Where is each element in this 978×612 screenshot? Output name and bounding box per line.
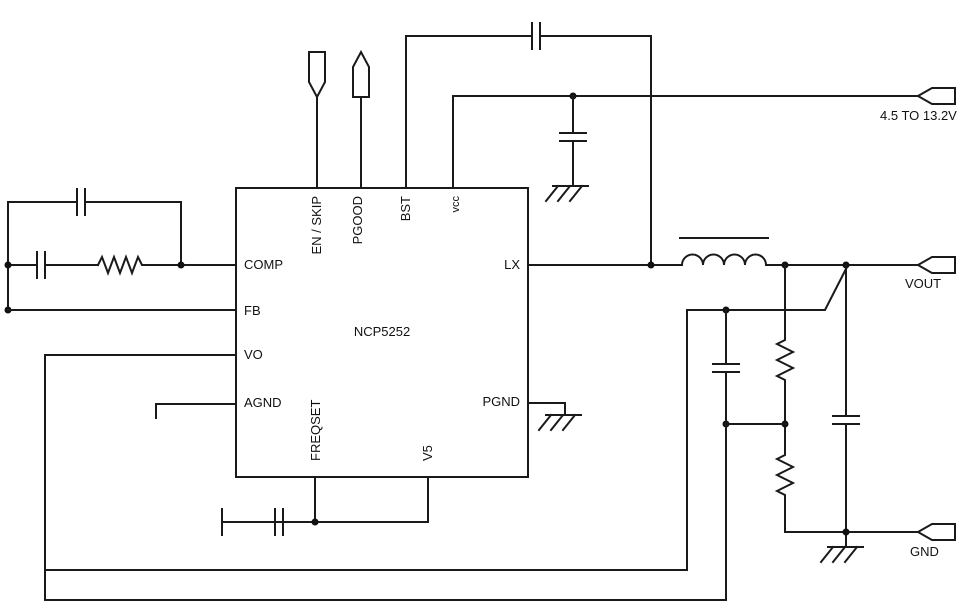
vcc-supply — [452, 87, 956, 203]
pin-lx-label: LX — [504, 257, 520, 272]
agnd-ground-symbol — [155, 403, 237, 419]
gnd-terminal-label: GND — [910, 544, 939, 559]
output-capacitor — [784, 264, 956, 564]
pin-en-skip-label: EN / SKIP — [309, 196, 324, 255]
pin-bst-label: BST — [398, 196, 413, 221]
vin-terminal-label: 4.5 TO 13.2V — [880, 108, 957, 123]
ic-body — [235, 187, 529, 478]
pgood-output — [352, 49, 370, 189]
pin-vo-label: VO — [244, 347, 263, 362]
compensation-network — [4, 188, 237, 314]
bootstrap-capacitor — [405, 22, 652, 266]
en-skip-input — [308, 51, 326, 189]
pgnd-ground-symbol — [527, 402, 582, 432]
pin-fb-label: FB — [244, 303, 261, 318]
freqset-v5-network — [221, 476, 429, 536]
feedback-divider — [44, 264, 796, 601]
pin-freqset-label: FREQSET — [308, 400, 323, 461]
ic-name: NCP5252 — [354, 324, 410, 339]
pin-pgnd-label: PGND — [482, 394, 520, 409]
vo-sense-wire — [44, 263, 850, 571]
pin-v5-label: V5 — [420, 445, 435, 461]
vout-terminal-label: VOUT — [905, 276, 941, 291]
pin-agnd-label: AGND — [244, 395, 282, 410]
pin-vcc-label: vcc — [450, 196, 462, 213]
pin-pgood-label: PGOOD — [350, 196, 365, 244]
pin-comp-label: COMP — [244, 257, 283, 272]
output-stage — [527, 237, 956, 274]
